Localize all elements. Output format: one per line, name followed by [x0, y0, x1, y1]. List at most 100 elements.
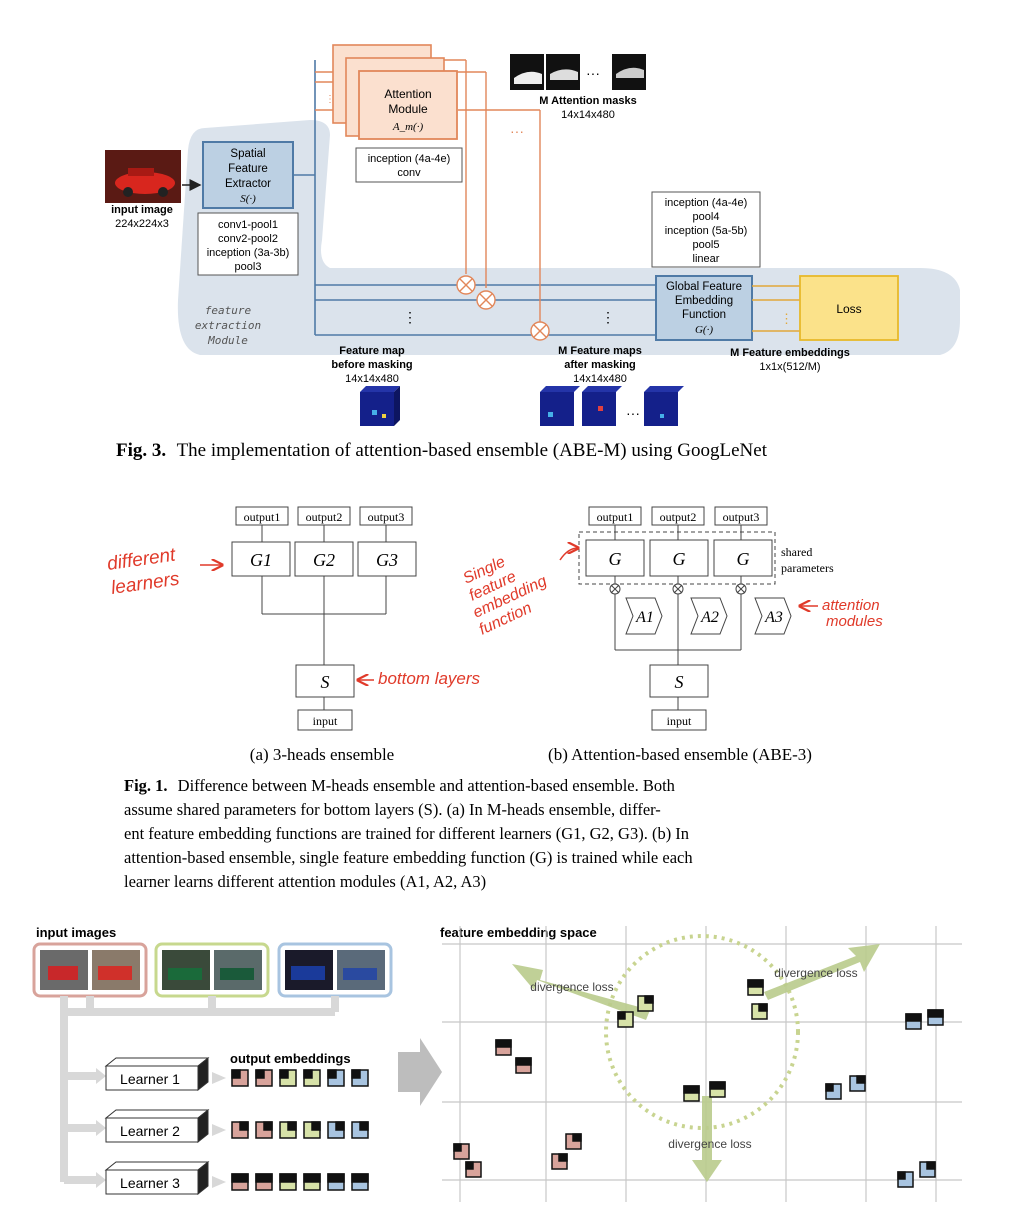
- annotation-arrows: [200, 548, 818, 680]
- attention-label-2: Module: [388, 102, 428, 116]
- embeddings-title: M Feature embeddings: [730, 347, 850, 359]
- annot-attention: attention: [822, 597, 880, 614]
- learner-3: Learner 3: [104, 1160, 210, 1196]
- learner-3-label: Learner 3: [120, 1175, 180, 1191]
- spatial-layer-2: conv2-pool2: [218, 233, 278, 245]
- embedding-output-lines: [752, 285, 800, 332]
- embedding-ellipsis: ⋮: [780, 311, 793, 326]
- feature-extraction-label-1: feature: [205, 304, 252, 317]
- global-label-3: Function: [682, 309, 726, 321]
- attention-masks-size: 14x14x480: [561, 109, 615, 121]
- annot-modules: modules: [826, 613, 883, 630]
- learner-2-label: Learner 2: [120, 1123, 180, 1139]
- attention-ellipsis: ⋮: [325, 94, 335, 105]
- divergence-loss-bottom: divergence loss: [668, 1137, 751, 1151]
- before-masking-title-1: Feature map: [339, 345, 405, 357]
- b-input: input: [667, 714, 692, 728]
- attention-mask-thumbnails: ···: [510, 54, 646, 90]
- before-masking-title-2: before masking: [331, 359, 412, 371]
- b-bottom-layers: S: [675, 672, 684, 692]
- multiply-nodes: [456, 275, 550, 341]
- embedding-grid: [442, 926, 962, 1202]
- input-image-label: input image: [111, 204, 173, 216]
- divergence-loss-right: divergence loss: [774, 966, 857, 980]
- spatial-label-1: Spatial: [230, 148, 265, 160]
- loss-label: Loss: [836, 302, 861, 316]
- spatial-label-4: S(·): [240, 193, 256, 205]
- spatial-label-3: Extractor: [225, 178, 271, 190]
- embedding-row-2: [231, 1121, 369, 1139]
- a-learner-2: G2: [313, 550, 335, 570]
- b-caption: (b) Attention-based ensemble (ABE-3): [548, 745, 812, 764]
- attention-layers-box: [355, 147, 463, 183]
- b-output-1: output1: [597, 510, 634, 524]
- b-attention-2: A2: [700, 609, 719, 626]
- fig1-caption-line-1: Difference between M-heads ensemble and …: [178, 776, 676, 795]
- embedding-row-3: [231, 1173, 369, 1191]
- spatial-feature-extractor: [202, 141, 294, 209]
- spatial-layer-3: inception (3a-3b): [207, 247, 290, 259]
- divergence-circle: [604, 934, 800, 1130]
- svg-text:···: ···: [586, 65, 600, 81]
- global-layer-5: linear: [693, 253, 720, 265]
- attention-label-1: Attention: [384, 87, 431, 101]
- attention-dots: ···: [510, 123, 524, 139]
- input-flow-lines: [60, 996, 339, 1184]
- attention-module: [358, 70, 458, 140]
- a-output-3: output3: [368, 510, 405, 524]
- global-label-4: G(·): [695, 324, 713, 336]
- b-learner-3: G: [737, 549, 750, 569]
- shared-label-1: shared: [781, 545, 812, 559]
- a-output-1: output1: [244, 510, 281, 524]
- global-label-2: Embedding: [675, 295, 733, 307]
- b-attention-3: A3: [764, 609, 783, 626]
- input-flow-arrowheads: [96, 1068, 106, 1188]
- before-masking-ellipsis: ⋮: [403, 309, 417, 325]
- b-output-3: output3: [723, 510, 760, 524]
- divergence-loss-left: divergence loss: [530, 980, 613, 994]
- attention-masks-title: M Attention masks: [539, 95, 636, 107]
- fig3-caption-text: The implementation of attention-based en…: [177, 440, 768, 461]
- global-layers-box: [651, 191, 761, 268]
- after-masking-title-2: after masking: [564, 359, 636, 371]
- attention-label-3: A_m(·): [392, 121, 424, 133]
- fig1-caption-line-3: ent feature embedding functions are trai…: [124, 824, 689, 843]
- after-masking-ellipsis: ⋮: [601, 309, 615, 325]
- learner-1-label: Learner 1: [120, 1071, 180, 1087]
- output-embeddings-title: output embeddings: [230, 1051, 351, 1066]
- b-output-2: output2: [660, 510, 697, 524]
- a-input: input: [313, 714, 338, 728]
- input-images-title: input images: [36, 925, 116, 940]
- input-image: [105, 150, 181, 203]
- global-label-1: Global Feature: [666, 281, 742, 293]
- a-output-2: output2: [306, 510, 343, 524]
- global-layer-2: pool4: [693, 211, 720, 223]
- b-learner-2: G: [673, 549, 686, 569]
- feature-extraction-label-2: extraction: [195, 319, 261, 332]
- a-learner-1: G1: [250, 550, 272, 570]
- a-bottom-layers: S: [321, 672, 330, 692]
- spatial-layer-1: conv1-pool1: [218, 219, 278, 231]
- feature-map-cubes: ···: [360, 386, 684, 426]
- embedding-row-1: [231, 1069, 369, 1087]
- global-layer-4: pool5: [693, 239, 720, 251]
- fig1-caption-label: Fig. 1.: [124, 776, 168, 795]
- after-masking-title-1: M Feature maps: [558, 345, 642, 357]
- after-masking-size: 14x14x480: [573, 373, 627, 385]
- fig3-caption-label: Fig. 3.: [116, 440, 166, 461]
- input-image-size: 224x224x3: [115, 218, 169, 230]
- fig1-caption-line-2: assume shared parameters for bottom laye…: [124, 800, 661, 819]
- attention-layer-2: conv: [397, 167, 421, 179]
- embedding-points: [453, 979, 944, 1188]
- a-caption: (a) 3-heads ensemble: [250, 745, 394, 764]
- global-layer-3: inception (5a-5b): [665, 225, 748, 237]
- b-attention-1: A1: [635, 609, 654, 626]
- divergence-arrows: [512, 944, 880, 1182]
- shared-label-2: parameters: [781, 561, 834, 575]
- big-arrow-icon: [398, 1038, 442, 1106]
- embeddings-size: 1x1x(512/M): [759, 361, 820, 373]
- fig1-caption-line-5: learner learns different attention modul…: [124, 872, 486, 891]
- feature-extraction-region: [177, 120, 960, 355]
- attention-layer-1: inception (4a-4e): [368, 153, 451, 165]
